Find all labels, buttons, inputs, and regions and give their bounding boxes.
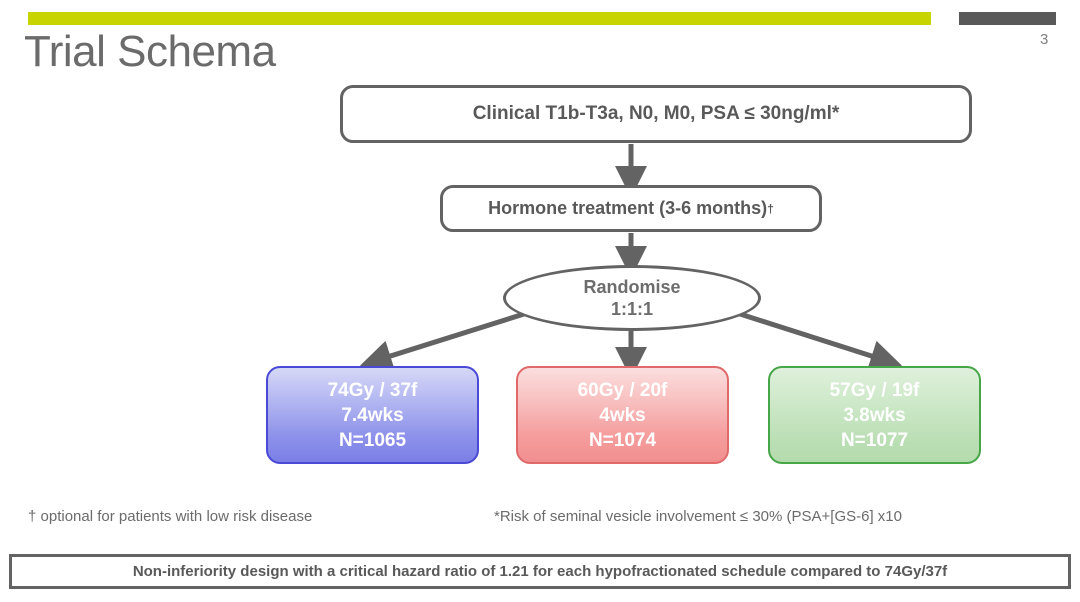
- hormone-treatment-box: Hormone treatment (3-6 months)†: [440, 185, 822, 232]
- eligibility-text: Clinical T1b-T3a, N0, M0, PSA ≤ 30ng/ml*: [472, 103, 840, 124]
- treatment-arm-57gy: 57Gy / 19f 3.8wks N=1077: [768, 366, 981, 464]
- arm-74gy-duration: 7.4wks: [341, 404, 404, 426]
- arm-74gy-dose: 74Gy / 37f: [327, 379, 418, 401]
- eligibility-box: Clinical T1b-T3a, N0, M0, PSA ≤ 30ng/ml*: [340, 85, 972, 143]
- header-accent-bar: [28, 12, 931, 25]
- arrow-randomise-to-arm-74gy: [359, 311, 525, 372]
- arm-57gy-duration: 3.8wks: [843, 404, 906, 426]
- arrow-randomise-to-arm-57gy: [739, 311, 903, 372]
- footnote-star: *Risk of seminal vesicle involvement ≤ 3…: [494, 508, 902, 525]
- randomise-ellipse: Randomise 1:1:1: [503, 265, 761, 331]
- header-corner-bar: [959, 12, 1056, 25]
- arm-74gy-sample-size: N=1065: [338, 429, 407, 451]
- arm-57gy-sample-size: N=1077: [840, 429, 909, 451]
- footnote-dagger: † optional for patients with low risk di…: [28, 508, 313, 525]
- arm-60gy-sample-size: N=1074: [588, 429, 657, 451]
- arm-57gy-dose: 57Gy / 19f: [829, 379, 920, 401]
- treatment-arm-60gy: 60Gy / 20f 4wks N=1074: [516, 366, 729, 464]
- arm-60gy-dose: 60Gy / 20f: [577, 379, 668, 401]
- randomise-label: Randomise: [583, 277, 681, 297]
- page-number: 3: [1040, 31, 1049, 48]
- hormone-treatment-text: Hormone treatment (3-6 months): [488, 198, 768, 218]
- randomise-ratio: 1:1:1: [610, 299, 654, 319]
- arm-60gy-duration: 4wks: [599, 404, 646, 426]
- non-inferiority-banner: Non-inferiority design with a critical h…: [9, 554, 1071, 589]
- page-title: Trial Schema: [24, 27, 276, 76]
- treatment-arm-74gy: 74Gy / 37f 7.4wks N=1065: [266, 366, 479, 464]
